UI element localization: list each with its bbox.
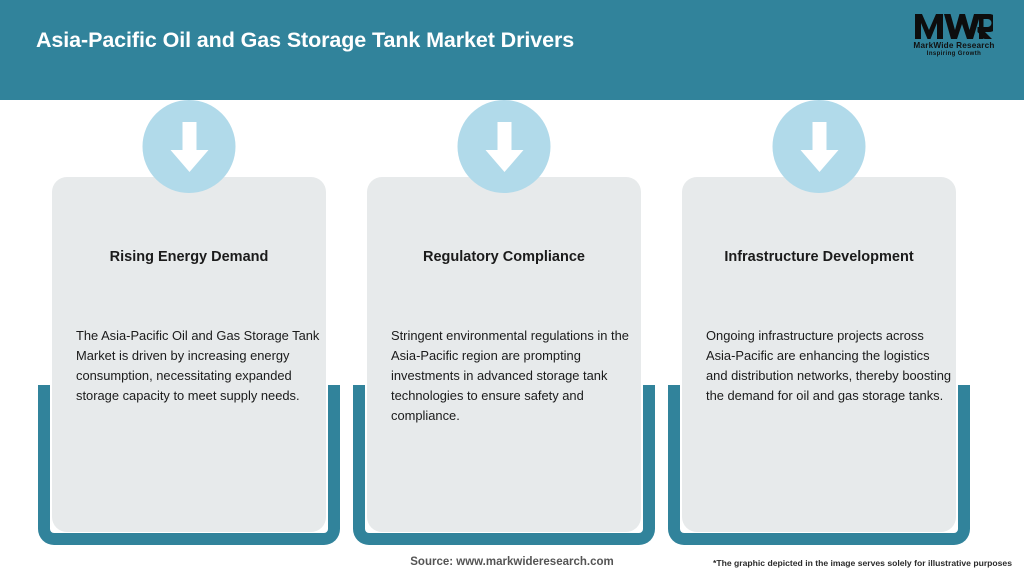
arrow-down-icon [772,100,866,193]
arrow-down-glyph [485,121,523,172]
source-label: Source: www.markwideresearch.com [410,556,614,568]
arrow-down-glyph [170,121,208,172]
arrow-down-icon [457,100,551,193]
card-bracket-accent [38,385,340,545]
mwr-logomark-icon [915,14,993,39]
card-bracket-accent [353,385,655,545]
card-body-text: The Asia-Pacific Oil and Gas Storage Tan… [76,328,320,403]
driver-card-1[interactable]: Rising Energy Demand The Asia-Pacific Oi… [38,100,340,546]
driver-card-3[interactable]: Infrastructure Development Ongoing infra… [668,100,970,546]
card-title: Rising Energy Demand [109,249,269,265]
driver-card-2[interactable]: Regulatory Compliance Stringent environm… [353,100,655,546]
card-title: Infrastructure Development [724,249,914,265]
card-panel [682,177,956,532]
brand-logo: MarkWide Research Inspiring Growth [898,8,1010,62]
card-body-text: Stringent environmental regulations in t… [391,328,629,423]
card-title: Regulatory Compliance [423,249,585,265]
card-bracket-accent [668,385,970,545]
header-bar: Asia-Pacific Oil and Gas Storage Tank Ma… [0,0,1024,100]
arrow-down-icon [142,100,236,193]
logo-company-name: MarkWide Research [913,41,995,50]
page-title: Asia-Pacific Oil and Gas Storage Tank Ma… [36,28,575,52]
drivers-card-group: Rising Energy Demand The Asia-Pacific Oi… [0,100,1024,546]
logo-tagline: Inspiring Growth [926,51,982,57]
card-panel [52,177,326,532]
arrow-down-glyph [800,121,838,172]
card-panel [367,177,641,532]
card-body-text: Ongoing infrastructure projects across A… [706,328,952,403]
disclaimer-label: *The graphic depicted in the image serve… [713,558,1012,568]
